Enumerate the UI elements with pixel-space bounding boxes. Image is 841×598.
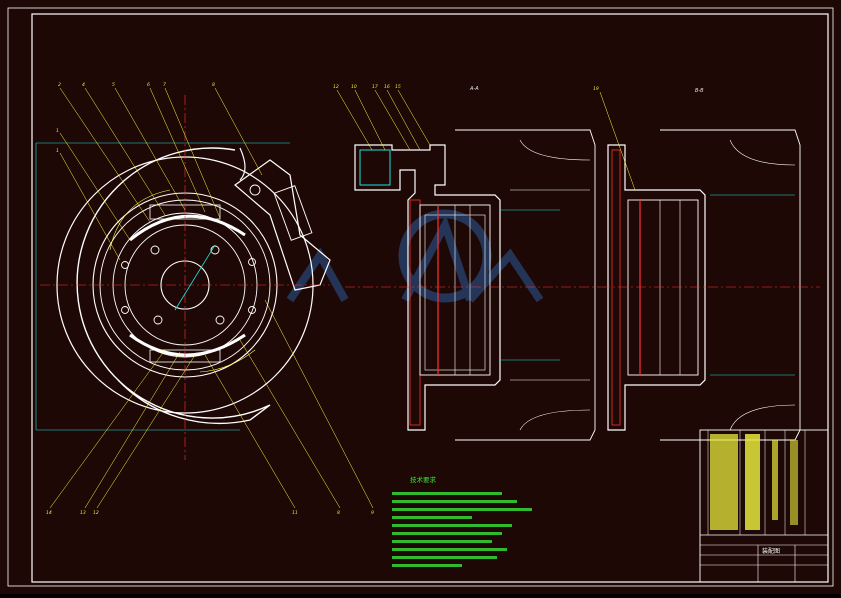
callout-15: 15: [395, 84, 401, 90]
section-b-b-view: [599, 91, 820, 441]
notes-title: 技术要求: [410, 475, 437, 484]
callout-10: 10: [351, 84, 357, 90]
callout-8: 8: [212, 82, 215, 88]
callout-5: 5: [112, 82, 115, 88]
front-view: [35, 87, 374, 509]
callout-1a: 1: [56, 128, 59, 134]
callout-8b: 8: [337, 510, 340, 516]
callout-14: 14: [46, 510, 52, 516]
callout-16: 16: [384, 84, 390, 90]
callout-1b: 1: [56, 148, 59, 154]
outer-border: [7, 7, 834, 587]
callout-7: 7: [163, 82, 166, 88]
section-b-b-label: B-B: [695, 88, 704, 94]
callout-6: 6: [147, 82, 150, 88]
inner-border: [31, 13, 829, 583]
callout-13: 13: [80, 510, 86, 516]
callout-9: 9: [371, 510, 374, 516]
callout-12b: 12: [93, 510, 99, 516]
title-block-name: 装配图: [762, 547, 780, 555]
callout-19: 19: [593, 86, 599, 92]
section-a-a-view: [336, 89, 600, 441]
section-a-a-label: A-A: [469, 86, 479, 92]
title-block: [699, 429, 829, 583]
callout-4: 4: [82, 82, 85, 88]
callout-17: 17: [372, 84, 378, 90]
callout-2: 2: [58, 82, 61, 88]
notes-block: [392, 492, 532, 567]
callout-11: 11: [292, 510, 298, 516]
callout-12: 12: [333, 84, 339, 90]
